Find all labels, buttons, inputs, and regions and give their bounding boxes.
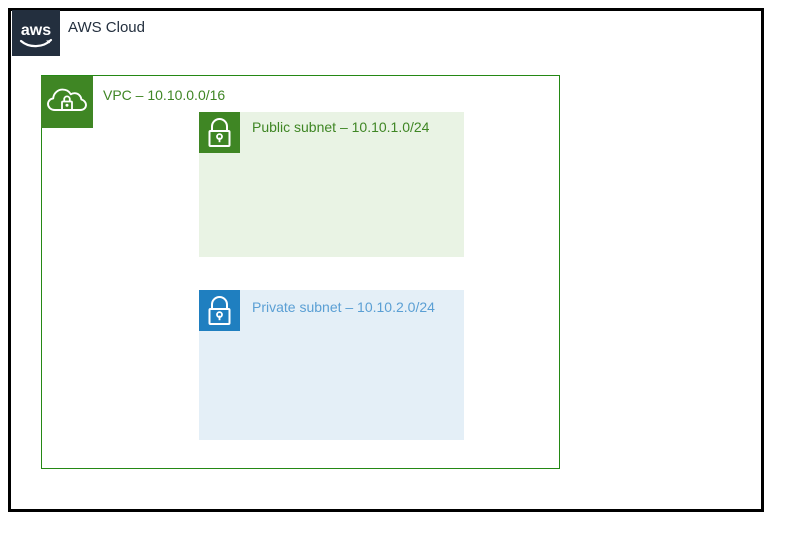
vpc-boundary <box>41 75 560 469</box>
vpc-label: VPC – 10.10.0.0/16 <box>103 87 226 103</box>
aws-cloud-title: AWS Cloud <box>68 19 145 36</box>
public-subnet-boundary <box>199 112 464 257</box>
aws-logo-icon: aws <box>12 10 60 56</box>
vpc-cloud-lock-icon <box>41 76 93 128</box>
public-subnet-label: Public subnet – 10.10.1.0/24 <box>252 119 430 135</box>
private-subnet-label: Private subnet – 10.10.2.0/24 <box>252 299 435 315</box>
public-subnet-padlock-icon <box>199 112 240 153</box>
private-subnet-padlock-icon <box>199 290 240 331</box>
private-subnet-boundary <box>199 290 464 440</box>
svg-text:aws: aws <box>21 22 51 39</box>
